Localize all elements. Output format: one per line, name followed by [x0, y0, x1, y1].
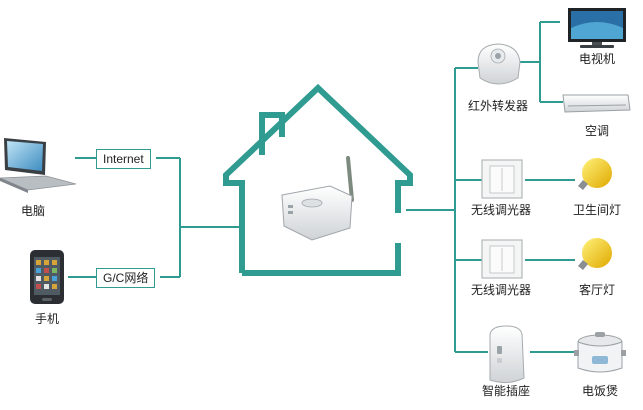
dimmer-switch-icon: [481, 159, 523, 199]
router-icon: [281, 156, 354, 241]
phone-icon: [30, 250, 64, 304]
tv-icon: [568, 8, 626, 48]
ir-transmitter-icon: [477, 43, 521, 85]
internet-link-label: Internet: [96, 149, 151, 169]
ir-transmitter-label: 红外转发器: [467, 99, 529, 113]
connection-lines: [68, 21, 575, 353]
dimmer-switch-icon: [481, 239, 523, 279]
light-bulb-icon: [578, 158, 612, 190]
computer-label: 电脑: [20, 204, 46, 218]
bathroom-light-label: 卫生间灯: [572, 203, 622, 217]
living-room-light-label: 客厅灯: [578, 283, 616, 297]
gc-network-link-label: G/C网络: [96, 268, 156, 288]
dimmer-2-label: 无线调光器: [470, 283, 532, 297]
air-conditioner-label: 空调: [584, 124, 610, 138]
phone-label: 手机: [34, 312, 60, 326]
laptop-icon: [0, 138, 77, 193]
smart-socket-label: 智能插座: [481, 384, 531, 398]
tv-label: 电视机: [578, 52, 616, 66]
house-outline: [223, 83, 413, 276]
rice-cooker-icon: [574, 332, 626, 373]
rice-cooker-label: 电饭煲: [581, 384, 619, 398]
dimmer-1-label: 无线调光器: [470, 203, 532, 217]
smart-socket-icon: [489, 325, 525, 384]
light-bulb-icon: [578, 238, 612, 270]
air-conditioner-icon: [562, 94, 631, 113]
